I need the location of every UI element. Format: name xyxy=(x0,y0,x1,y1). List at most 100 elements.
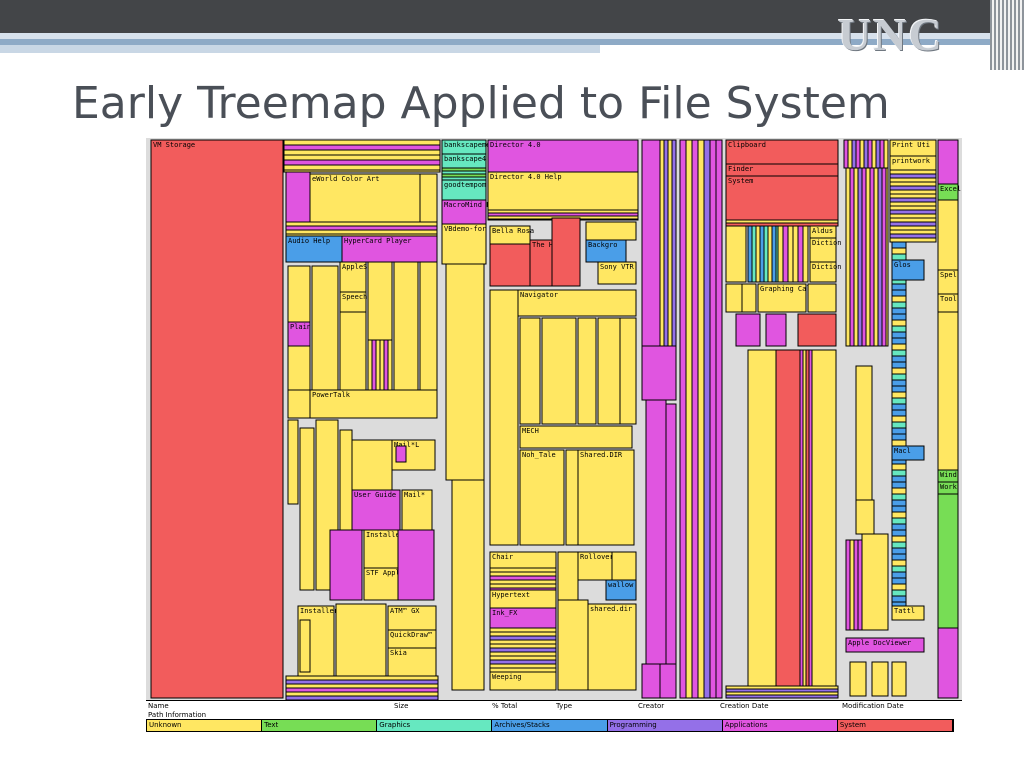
treemap-cell-shareddir2[interactable] xyxy=(587,603,637,691)
treemap-cell-block-237[interactable] xyxy=(891,559,907,567)
treemap-cell-block-8[interactable] xyxy=(419,173,438,223)
treemap-cell-block-122[interactable] xyxy=(797,313,837,347)
treemap-cell-block-108[interactable] xyxy=(767,225,773,283)
treemap-cell-block-178[interactable] xyxy=(889,217,937,223)
treemap-cell-block-115[interactable] xyxy=(797,225,804,283)
treemap-cell-block-73[interactable] xyxy=(489,643,557,649)
treemap-cell-block-93[interactable] xyxy=(679,139,687,699)
treemap-cell-block-78[interactable] xyxy=(489,663,557,669)
treemap-cell-block-15[interactable] xyxy=(311,265,339,391)
treemap-cell-block-141[interactable] xyxy=(871,139,877,169)
treemap-cell-block-231[interactable] xyxy=(891,523,907,531)
treemap-cell-block-67[interactable] xyxy=(489,583,557,589)
treemap-cell-block-77[interactable] xyxy=(489,659,557,665)
treemap-cell-block-63[interactable] xyxy=(489,567,557,573)
treemap-cell-block-214[interactable] xyxy=(891,421,907,429)
treemap-cell-block-228[interactable] xyxy=(891,505,907,513)
treemap-cell-block-85[interactable] xyxy=(663,139,669,347)
treemap-cell-block-79[interactable] xyxy=(489,667,557,673)
treemap-cell-block-116[interactable] xyxy=(802,225,809,283)
treemap-cell-block-226[interactable] xyxy=(891,493,907,501)
treemap-cell-block-198[interactable] xyxy=(891,325,907,333)
treemap-cell-block-38[interactable] xyxy=(285,679,439,685)
treemap-cell-block-17[interactable] xyxy=(367,261,393,341)
treemap-cell-block-34[interactable] xyxy=(397,529,435,601)
treemap-cell-block-58[interactable] xyxy=(541,317,577,425)
treemap-cell-block-204[interactable] xyxy=(891,361,907,369)
treemap-cell-block-86[interactable] xyxy=(667,139,673,347)
treemap-cell-system[interactable] xyxy=(725,175,839,221)
treemap-cell-weeping[interactable] xyxy=(489,671,557,691)
treemap-cell-block-162[interactable] xyxy=(857,539,863,631)
treemap-cell-block-206[interactable] xyxy=(891,373,907,381)
treemap-cell-block-227[interactable] xyxy=(891,499,907,507)
treemap-cell-block-247[interactable] xyxy=(937,311,959,471)
treemap-cell-block-24[interactable] xyxy=(393,261,419,391)
treemap-cell-block-160[interactable] xyxy=(849,539,855,631)
treemap-cell-block-88[interactable] xyxy=(641,345,677,401)
treemap-cell-block-200[interactable] xyxy=(891,337,907,345)
treemap-cell-block-191[interactable] xyxy=(891,283,907,291)
treemap-cell-block-117[interactable] xyxy=(725,283,743,313)
treemap-cell-mech[interactable] xyxy=(519,425,633,449)
treemap-cell-block-107[interactable] xyxy=(763,225,769,283)
treemap-cell-block-96[interactable] xyxy=(697,139,705,699)
treemap-cell-block-95[interactable] xyxy=(691,139,699,699)
treemap-cell-block-26[interactable] xyxy=(287,389,311,419)
treemap-cell-block-53[interactable] xyxy=(489,243,531,287)
treemap-cell-block-12[interactable] xyxy=(285,233,438,237)
treemap-cell-block-169[interactable] xyxy=(889,181,937,187)
treemap-cell-block-57[interactable] xyxy=(519,317,541,425)
treemap-cell-block-155[interactable] xyxy=(885,167,889,347)
treemap-cell-block-205[interactable] xyxy=(891,367,907,375)
treemap-cell-block-197[interactable] xyxy=(891,319,907,327)
treemap-cell-block-243[interactable] xyxy=(891,595,907,603)
treemap-cell-block-175[interactable] xyxy=(889,205,937,211)
treemap-cell-block-37[interactable] xyxy=(285,675,439,681)
treemap-cell-block-184[interactable] xyxy=(891,241,907,249)
treemap-cell-block-60[interactable] xyxy=(597,317,621,425)
treemap-cell-block-84[interactable] xyxy=(659,139,665,347)
treemap-cell-block-35[interactable] xyxy=(299,619,311,673)
treemap-cell-block-229[interactable] xyxy=(891,511,907,519)
treemap-cell-tattle[interactable] xyxy=(891,605,925,621)
treemap-cell-block-154[interactable] xyxy=(881,167,887,347)
treemap-cell-block-119[interactable] xyxy=(807,283,837,313)
treemap-cell-block-6[interactable] xyxy=(283,169,441,173)
treemap-cell-block-225[interactable] xyxy=(891,487,907,495)
treemap-cell-block-1[interactable] xyxy=(283,144,441,151)
treemap-cell-block-118[interactable] xyxy=(741,283,757,313)
treemap-cell-block-179[interactable] xyxy=(889,221,937,227)
treemap-cell-block-123[interactable] xyxy=(747,349,777,687)
treemap-cell-block-238[interactable] xyxy=(891,565,907,573)
treemap-cell-block-54[interactable] xyxy=(551,217,581,287)
treemap-cell-block-65[interactable] xyxy=(489,575,557,581)
treemap-cell-block-75[interactable] xyxy=(489,651,557,657)
treemap-cell-block-176[interactable] xyxy=(889,209,937,215)
treemap-cell-block-104[interactable] xyxy=(751,225,757,283)
treemap-cell-block-167[interactable] xyxy=(889,173,937,179)
treemap-cell-block-94[interactable] xyxy=(685,139,693,699)
treemap-cell-block-170[interactable] xyxy=(889,185,937,191)
treemap-cell-block-209[interactable] xyxy=(891,391,907,399)
treemap-cell-block-147[interactable] xyxy=(853,167,859,347)
treemap-cell-block-171[interactable] xyxy=(889,189,937,195)
treemap-cell-block-28[interactable] xyxy=(299,427,315,591)
treemap-cell-block-87[interactable] xyxy=(671,139,677,347)
treemap-cell-block-161[interactable] xyxy=(853,539,859,631)
treemap-cell-block-113[interactable] xyxy=(787,225,794,283)
treemap-cell-block-163[interactable] xyxy=(849,661,867,697)
treemap-cell-block-5[interactable] xyxy=(283,164,441,171)
treemap-cell-block-148[interactable] xyxy=(857,167,863,347)
treemap-cell-block-222[interactable] xyxy=(891,469,907,477)
treemap-cell-block-221[interactable] xyxy=(891,463,907,471)
treemap-cell-block-223[interactable] xyxy=(891,475,907,483)
treemap-cell-atm[interactable] xyxy=(387,605,437,631)
treemap-cell-block-248[interactable] xyxy=(937,493,959,629)
treemap-cell-block-137[interactable] xyxy=(855,139,861,169)
treemap-cell-block-173[interactable] xyxy=(889,197,937,203)
treemap-cell-clipboard[interactable] xyxy=(725,139,839,165)
treemap-cell-block-180[interactable] xyxy=(889,225,937,231)
treemap-cell-block-245[interactable] xyxy=(937,139,959,185)
treemap-cell-block-22[interactable] xyxy=(383,339,389,391)
